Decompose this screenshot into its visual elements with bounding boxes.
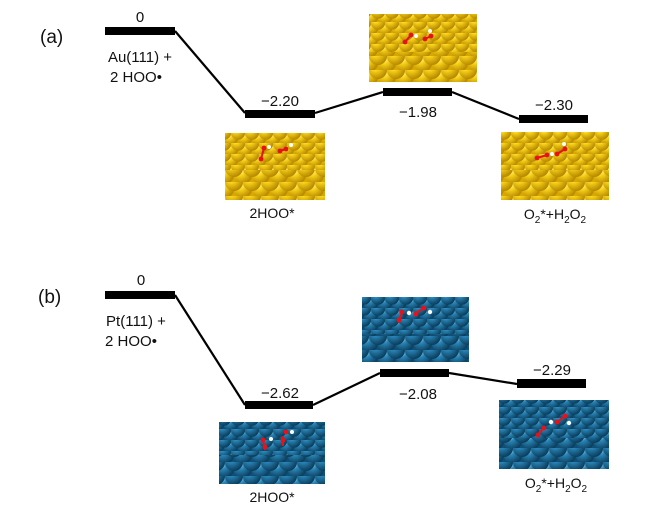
level-bar-b-3 — [517, 379, 586, 388]
level-bar-a-0 — [105, 27, 175, 35]
state-label-a-o2-h2o2: O2*+H2O2 — [524, 206, 587, 226]
level-value-a-3: −2.30 — [535, 97, 573, 114]
state-label-b-2hoo: 2HOO* — [249, 489, 295, 505]
connector-a-0-1 — [174, 30, 246, 114]
level-value-a-0: 0 — [136, 9, 144, 26]
connector-a-1-2 — [314, 90, 384, 115]
adsorbate-icon — [260, 429, 294, 451]
surface-image-b-2hoo — [219, 422, 325, 484]
connector-b-2-3 — [448, 371, 518, 386]
level-bar-b-2 — [380, 369, 449, 377]
connector-a-2-3 — [451, 90, 520, 121]
level-bar-b-1 — [245, 401, 313, 409]
adsorbate-icon — [402, 29, 434, 45]
level-bar-a-2 — [383, 88, 452, 96]
level-bar-b-0 — [105, 291, 175, 299]
surface-image-a-2hoo — [225, 133, 325, 200]
level-value-b-1: −2.62 — [261, 385, 299, 402]
level-value-a-1: −2.20 — [261, 93, 299, 110]
surface-image-b-o2-h2o2 — [499, 400, 609, 469]
level-value-b-3: −2.29 — [533, 362, 571, 379]
surface-image-b-transition — [362, 297, 469, 362]
connector-b-0-1 — [174, 294, 246, 406]
start-label-a-line1: Au(111) + — [108, 49, 172, 66]
connector-b-1-2 — [312, 372, 381, 406]
level-value-b-2: −2.08 — [399, 386, 437, 403]
panel-a: (a) 0 Au(111) + 2 HOO• −2.20 −1.98 −2.30 — [40, 9, 609, 226]
level-bar-a-1 — [245, 110, 315, 118]
adsorbate-icon — [534, 142, 568, 161]
panel-label-b: (b) — [38, 287, 61, 308]
state-label-a-2hoo: 2HOO* — [249, 205, 295, 221]
level-bar-a-3 — [519, 115, 588, 123]
surface-image-a-o2-h2o2 — [501, 132, 609, 200]
adsorbate-icon — [258, 143, 293, 162]
panel-label-a: (a) — [40, 27, 63, 48]
adsorbate-icon — [535, 413, 572, 438]
start-label-a-line2: 2 HOO• — [110, 69, 162, 86]
adsorbate-icon — [396, 305, 433, 324]
level-value-b-0: 0 — [137, 272, 145, 289]
start-label-b-line2: 2 HOO• — [105, 333, 157, 350]
surface-image-a-transition — [369, 14, 477, 82]
state-label-b-o2-h2o2: O2*+H2O2 — [525, 475, 588, 495]
start-label-b-line1: Pt(111) + — [106, 313, 166, 330]
level-value-a-2: −1.98 — [399, 104, 437, 121]
panel-b: (b) 0 Pt(111) + 2 HOO• −2.62 −2.08 −2.29 — [38, 272, 609, 505]
